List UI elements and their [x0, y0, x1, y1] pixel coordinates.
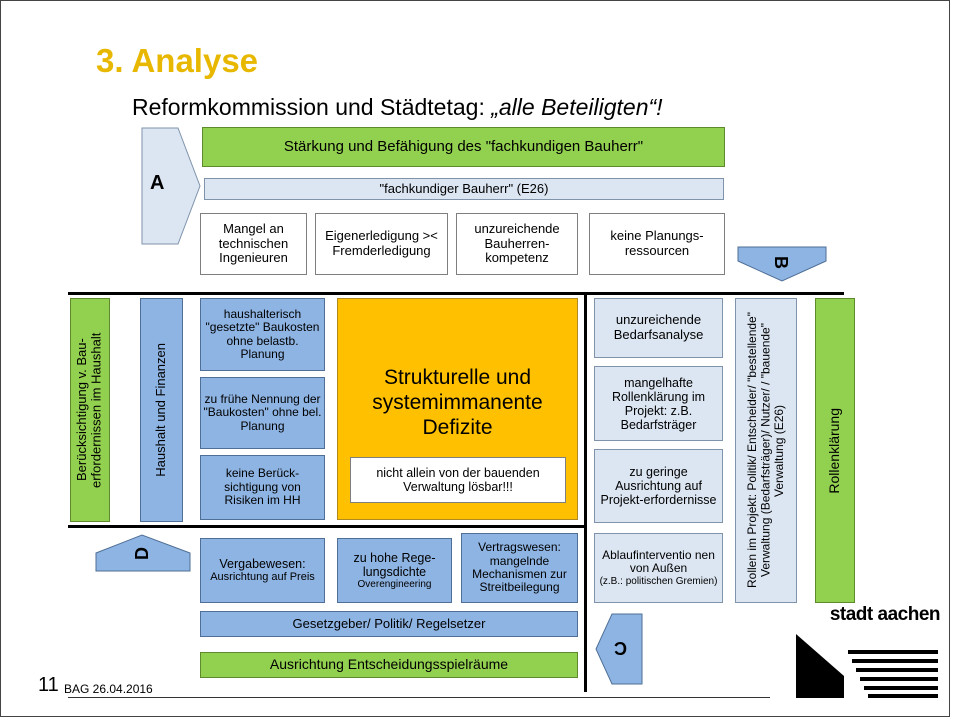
d-item-3: keine Berück-sichtigung von Risiken im H… [200, 455, 325, 520]
slide-subtitle: Reformkommission und Städtetag: „alle Be… [132, 94, 663, 121]
divider-vertical [584, 292, 587, 692]
d-item-1: haushalterisch "gesetzte" Baukosten ohne… [200, 298, 325, 371]
footer-page-number: 11 [38, 674, 59, 696]
gesetz-box: Gesetzgeber/ Politik/ Regelsetzer [200, 611, 578, 637]
logo-text: stadt aachen [829, 604, 941, 625]
a-sub: "fachkundiger Bauherr" (E26) [204, 178, 724, 200]
center-title: Strukturelle und systemimmanente Defizit… [372, 366, 543, 440]
vergabe-box: Vergabewesen: Ausrichtung auf Preis [200, 538, 325, 603]
ausrichtung-box: Ausrichtung Entscheidungsspielräume [200, 652, 578, 678]
arrow-c [595, 613, 643, 685]
a-item-3: unzureichende Bauherren-kompetenz [456, 213, 578, 275]
b-header: Rollenklärung [815, 298, 855, 603]
d-item-2: zu frühe Nennung der "Baukosten" ohne be… [200, 377, 325, 449]
vertrag-box: Vertragswesen: mangelnde Mechanismen zur… [461, 533, 578, 603]
center-note: nicht allein von der bauenden Verwaltung… [350, 457, 566, 503]
a-item-4: keine Planungs-ressourcen [589, 213, 725, 275]
divider-top [68, 292, 844, 295]
a-item-2: Eigenerledigung >< Fremderledigung [315, 213, 448, 275]
arrow-d-label: D [132, 547, 152, 560]
c-item: Ablaufinterventio nen von Außen (z.B.: p… [594, 533, 723, 603]
arrow-c-label: C [614, 638, 627, 658]
d-header-outer: Berücksichtigung v. Bau-erfordernissen i… [70, 298, 110, 522]
b-item-1: unzureichende Bedarfsanalyse [594, 298, 723, 358]
arrow-a-label: A [150, 172, 165, 194]
logo-mark [796, 634, 938, 698]
arrow-b [737, 246, 827, 282]
b-roles: Rollen im Projekt: Politik/ Entscheider/… [735, 298, 797, 603]
footer-line [68, 697, 770, 698]
arrow-d [95, 534, 191, 572]
subtitle-plain: Reformkommission und Städtetag: [132, 94, 492, 120]
slide-title: 3. Analyse [96, 42, 259, 79]
d-header-inner: Haushalt und Finanzen [140, 298, 183, 522]
a-header: Stärkung und Befähigung des "fachkundige… [202, 127, 725, 167]
logo: stadt aachen [790, 604, 941, 700]
a-item-1: Mangel an technischen Ingenieuren [200, 213, 307, 275]
b-item-2: mangelhafte Rollenklärung im Projekt: z.… [594, 366, 723, 441]
subtitle-italic: „alle Beteiligten“! [491, 94, 663, 120]
divider-middle [68, 525, 584, 528]
regel-box: zu hohe Rege-lungsdichte Overengineering [337, 538, 452, 603]
arrow-a [141, 127, 201, 245]
b-item-3: zu geringe Ausrichtung auf Projekt-erfor… [594, 449, 723, 523]
arrow-b-label: B [771, 256, 791, 269]
footer-date: BAG 26.04.2016 [64, 682, 153, 696]
